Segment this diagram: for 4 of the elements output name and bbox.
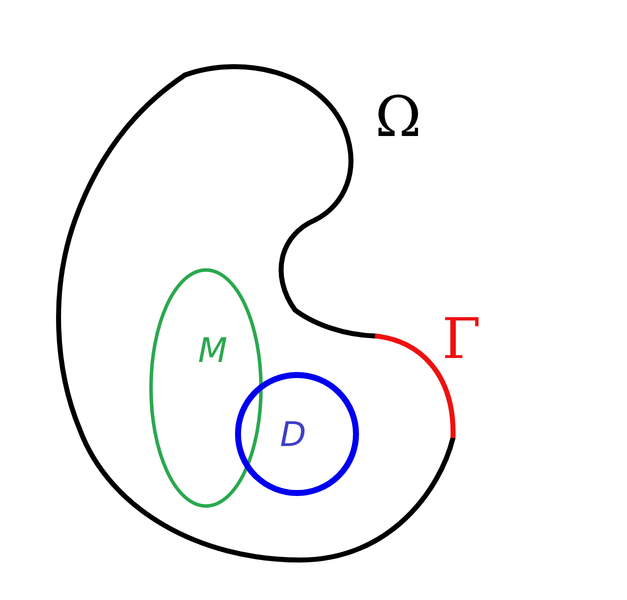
region-label: D <box>280 418 306 452</box>
boundary-label: Γ <box>442 312 481 368</box>
region-label: M <box>198 334 228 368</box>
region-label: Ω <box>375 90 422 146</box>
